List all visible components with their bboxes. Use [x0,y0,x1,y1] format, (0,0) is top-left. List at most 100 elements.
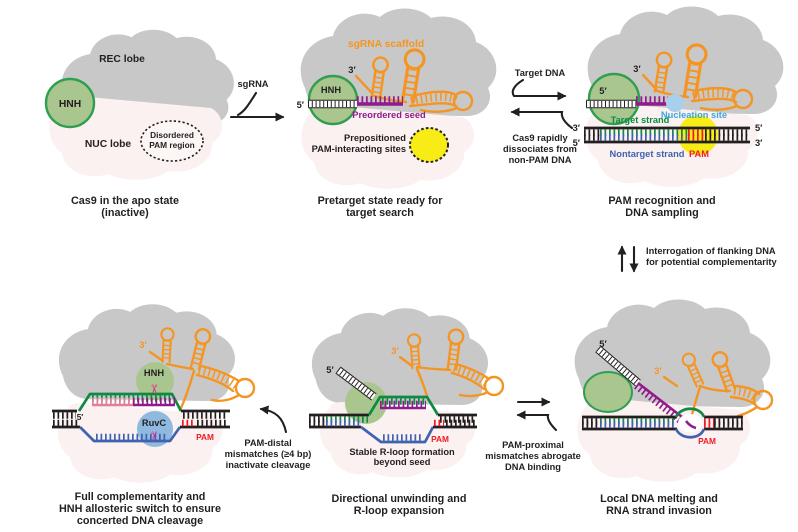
five-prime-label: 5′ [77,412,84,422]
five-prime-rna-label: 5′ [599,86,607,96]
guide-rna-5prime-segment [595,345,641,387]
sgrna-connector [165,362,195,371]
pam-proximal-label-line3: DNA binding [505,462,561,472]
scissors-icon: ✂ [147,431,161,441]
panel-directional-unwinding: 5′ 3′ PAM [309,308,505,517]
pretarget-caption-line1: Pretarget state ready for [318,195,444,207]
preordered-seed-label: Preordered seed [352,110,426,120]
sgrna-arrow [229,91,283,117]
target-dna-label: Target DNA [515,68,566,78]
prepositioned-label-line2: PAM-interacting sites [312,144,406,154]
sgrna-return-tail [419,106,459,113]
pam-distal-label-line2: mismatches (≥4 bp) [225,449,312,459]
nucleation-site-circle [666,94,684,112]
three-prime-label: 3′ [391,346,399,356]
sgrna-duplex-rail-top [454,362,491,381]
sgrna-5prime-tail [641,73,658,91]
guide-rna-5prime-segment [335,366,377,401]
dna-rna-hybrid [52,392,230,443]
pam-proximal-label-line2: mismatches abrogate [485,451,581,461]
cleavage-caption-line2: HNH allosteric switch to ensure [59,503,221,515]
melted-target-arc [674,407,706,418]
dissociate-label-line3: non-PAM DNA [509,155,572,165]
sgrna-end-loop [483,375,505,397]
reverse-arrow [516,410,558,432]
sgrna-return-tail [210,393,241,402]
sgrna-label: sgRNA [238,79,269,89]
sgrna-connector [653,88,690,99]
sgrna-duplex-rungs [692,89,739,101]
sgrna-end-loop [452,90,474,112]
nontarget-strand-label: Nontarget strand [610,149,685,159]
three-prime-rna-label: 3′ [633,64,641,74]
sgrna-return-tail [736,405,759,418]
sgrna-duplex-rail-top [199,364,241,383]
three-prime-label: 3′ [139,340,147,350]
melted-nontarget-arc [674,428,706,439]
three-prime-label: 3′ [654,366,662,376]
rna-invasion-tip [684,420,697,430]
disordered-pam-region-ellipse [140,120,204,162]
pam-label: PAM [689,149,709,159]
unwinding-caption-line2: R-loop expansion [354,505,445,517]
pam-interacting-site-ellipse [409,127,449,163]
transition-target-dna: Target DNA Cas9 rapidly dissociates from… [503,68,577,165]
hnh-domain-circle [587,72,641,126]
rloop-note-line2: beyond seed [374,457,431,467]
pam-caption-line1: PAM recognition and [608,195,715,207]
prepositioned-label-line1: Prepositioned [344,133,406,143]
sgrna-duplex-rail-bottom [729,395,756,406]
apo-caption-line2: (inactive) [101,207,149,219]
sgrna-connector [415,365,452,372]
sgrna-scaffold-label: sgRNA scaffold [348,39,424,50]
five-prime-label: 5′ [326,365,334,375]
sgrna-duplex-rail-bottom [408,102,458,108]
panel-pam-recognition: 3′ 5′ Nucleation site Target strand 3′ 5… [573,6,784,219]
hnh-domain-circle [44,77,96,129]
melting-bubble [678,414,702,432]
interrogation-label-line2: for potential complementarity [646,257,778,267]
forward-arrow [511,78,567,101]
rec-lobe-label: REC lobe [99,54,145,65]
transition-pam-distal: PAM-distal mismatches (≥4 bp) inactivate… [225,405,312,470]
dissociate-label-line1: Cas9 rapidly [512,133,568,143]
transition-pam-proximal: PAM-proximal mismatches abrogate DNA bin… [485,397,581,472]
dissociate-label-line2: dissociates from [503,144,577,154]
nontarget-strand-dipped [360,425,435,444]
sgrna-end-loop [234,377,256,399]
disordered-label-line1: Disordered [150,130,194,140]
reverse-arrow [510,107,574,130]
sgrna-connector [698,384,732,393]
target-strand-label: Target strand [611,115,670,125]
bottom-right-end-label: 3′ [755,138,763,148]
hnh-domain-circle [583,371,633,413]
pam-label: PAM [196,432,214,442]
transition-interrogation: Interrogation of flanking DNA for potent… [617,245,778,273]
three-prime-label: 3′ [348,65,356,75]
panel-local-melting: 5′ 3′ PAM Local DNA melting and RNA stra… [574,299,774,517]
hnh-label: HNH [321,85,341,95]
sgrna-end-loop [732,88,754,110]
ruvc-label: RuvC [142,418,167,428]
five-prime-label: 5′ [599,339,607,349]
sgrna-return-tail [458,391,488,398]
panel-apo-state: REC lobe NUC lobe HNH Disordered PAM reg… [44,29,234,219]
sgrna-duplex-rail-top [410,90,458,98]
bottom-left-end-label: 5′ [573,138,581,148]
panel-full-complementarity: 3′ HNH RuvC [52,304,256,527]
hnh-label: HNH [59,99,81,110]
melting-caption-line2: RNA strand invasion [606,505,712,517]
hnh-domain-circle [345,382,387,424]
target-strand-raised [77,392,183,412]
unwinding-caption-line1: Directional unwinding and [332,493,467,505]
pam-proximal-label-line1: PAM-proximal [502,440,564,450]
sgrna-5prime-tail [354,74,373,94]
pam-distal-label-line1: PAM-distal [244,438,291,448]
dna-duplex [582,407,743,439]
sgrna-return-tail [699,104,739,111]
transition-sgrna-loading: sgRNA [229,79,283,117]
sgrna-duplex-rail-top [692,86,738,94]
nontarget-strand-dipped [79,426,182,443]
hnh-label: HNH [144,368,164,378]
